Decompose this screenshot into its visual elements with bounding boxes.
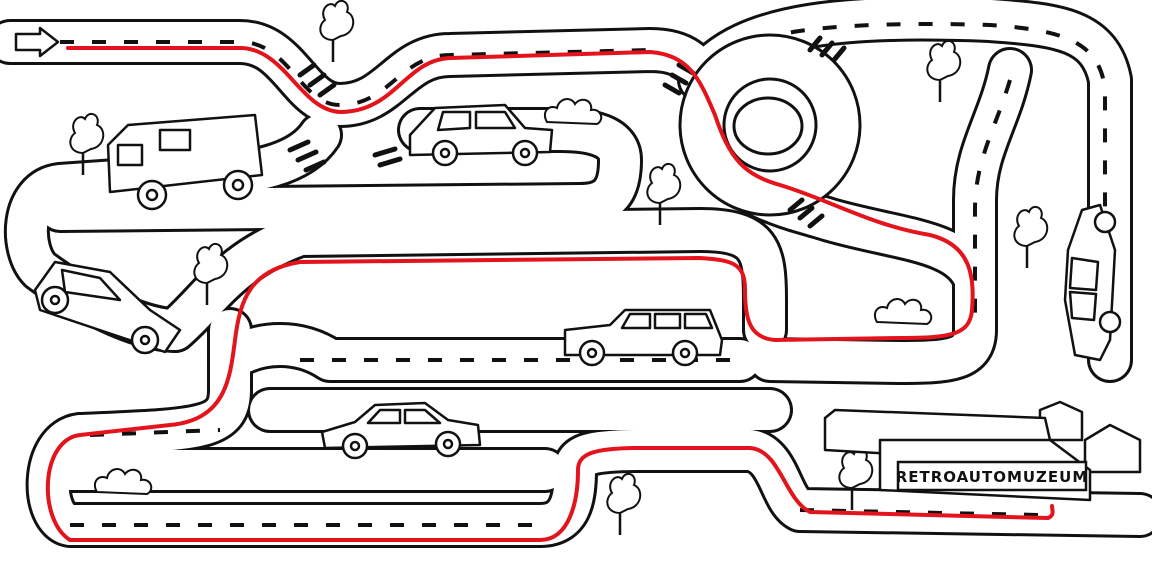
sedan-icon [408, 103, 554, 167]
bush-icon [873, 298, 933, 325]
crosswalks [287, 35, 847, 229]
tree-icon [1013, 205, 1049, 270]
road-network [0, 0, 1152, 548]
arrow-right-icon [14, 26, 60, 58]
classic-car-icon [320, 401, 482, 460]
station-wagon-icon [563, 308, 724, 367]
van-icon [106, 113, 264, 211]
museum-sign-text: RETROAUTOMUZEUM [896, 468, 1089, 486]
bush-icon [543, 98, 603, 125]
roundabout [678, 33, 862, 217]
tree-icon [319, 0, 355, 64]
tree-icon [606, 472, 642, 537]
tree-icon [926, 39, 962, 104]
museum-sign: RETROAUTOMUZEUM [896, 460, 1089, 492]
car-topdown-icon [1063, 203, 1122, 362]
solution-path [45, 46, 1055, 542]
hatchback-icon [33, 260, 182, 355]
